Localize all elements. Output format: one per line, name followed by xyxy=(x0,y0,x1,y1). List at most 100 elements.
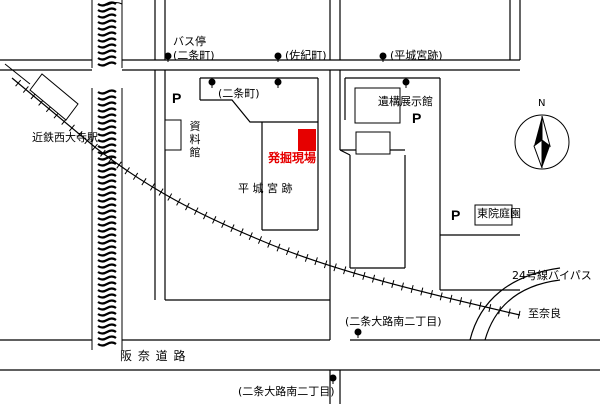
railway-tie xyxy=(167,193,173,201)
railway-tie xyxy=(343,266,347,275)
railway-tie xyxy=(132,172,139,180)
river-wave xyxy=(97,131,117,137)
river-wave xyxy=(97,173,117,179)
river-wave xyxy=(97,167,117,173)
railway-tie xyxy=(459,297,463,306)
river-wave xyxy=(97,25,117,31)
nijo-cho-mid-label: (二条町) xyxy=(218,87,260,100)
river-wave xyxy=(97,281,117,287)
hakkutsu-genba-label: 発掘現場 xyxy=(268,151,317,165)
river-wave xyxy=(97,239,117,245)
river-wave xyxy=(97,245,117,251)
river-wave xyxy=(97,125,117,131)
railway-tie xyxy=(420,287,424,296)
to-nara-label: 至奈良 xyxy=(528,307,561,320)
railway-tie xyxy=(430,289,433,298)
river-wave xyxy=(97,119,117,125)
railway-tie xyxy=(439,292,443,301)
railway-tie xyxy=(257,236,263,244)
railway-tie xyxy=(314,257,318,266)
railway-tie xyxy=(371,274,376,283)
river-wave xyxy=(97,13,117,19)
river-wave xyxy=(97,155,117,161)
railway-tie xyxy=(276,243,281,252)
river-wave xyxy=(97,305,117,311)
railway-tie xyxy=(76,130,83,138)
railway-tie xyxy=(323,260,328,269)
railway-tie xyxy=(185,202,190,211)
railway-tie xyxy=(84,137,91,145)
river-wave xyxy=(97,329,117,335)
railway-tie xyxy=(108,155,114,163)
inner-block xyxy=(355,131,391,155)
river-wave xyxy=(97,299,117,305)
river-wave xyxy=(97,95,117,101)
railway-tie xyxy=(410,285,414,294)
hanna-road-label: 阪 奈 道 路 xyxy=(120,349,187,363)
togu-teien-label: 東院庭園 xyxy=(477,207,521,220)
route24-bypass-label: 24号線バイパス xyxy=(512,269,592,282)
railway-tie xyxy=(212,216,217,224)
river-wave xyxy=(97,257,117,263)
railway-tie xyxy=(352,269,356,278)
north-arrow-icon xyxy=(514,114,570,170)
river-wave xyxy=(97,161,117,167)
river-wave xyxy=(97,269,117,275)
railway-tie xyxy=(267,239,272,248)
river-wave xyxy=(97,227,117,233)
railway-tie xyxy=(449,294,453,303)
railway-tie xyxy=(285,247,290,256)
river-wave xyxy=(97,143,117,149)
railway-tie xyxy=(68,124,75,132)
river-wave xyxy=(97,185,117,191)
river-wave xyxy=(97,61,117,67)
railway-tie xyxy=(158,188,164,196)
river-wave xyxy=(97,149,117,155)
river-wave xyxy=(97,323,117,329)
railway-tie xyxy=(248,232,253,240)
saki-cho-label: (佐紀町) xyxy=(285,49,327,62)
nijo-oji-minami-1-label: (二条大路南二丁目) xyxy=(345,315,442,328)
railway-tie xyxy=(333,263,337,272)
bus-stop-pins xyxy=(164,52,410,384)
railway-tie xyxy=(304,253,309,262)
river-wave xyxy=(97,209,117,215)
nijo-cho-top-label: (二条町) xyxy=(173,49,215,62)
river-wave xyxy=(97,107,117,113)
railway-tie xyxy=(124,167,130,175)
river-wave xyxy=(97,335,117,341)
railway-tie xyxy=(507,308,511,317)
river-wave xyxy=(97,55,117,61)
railway-tie xyxy=(100,149,106,157)
railway-tie xyxy=(468,299,472,308)
railway-tie xyxy=(22,86,29,93)
river-wave xyxy=(97,7,117,13)
bus-stop-label: バス停 xyxy=(173,35,206,48)
north-label: N xyxy=(538,98,546,109)
parking-2-label: P xyxy=(412,110,422,126)
river-wave xyxy=(97,287,117,293)
railway-tie xyxy=(391,279,395,288)
railway-tie xyxy=(295,250,300,259)
railway-tie xyxy=(116,161,122,169)
shiryokan-label: 資料館 xyxy=(189,120,201,159)
excavation-site-marker xyxy=(298,129,316,151)
river-wave xyxy=(97,221,117,227)
river-wave xyxy=(97,179,117,185)
river-texture xyxy=(97,1,117,347)
river-wave xyxy=(97,89,117,95)
railway-tie xyxy=(194,207,199,215)
river xyxy=(91,0,123,350)
railway-tie xyxy=(92,143,98,151)
parking-1-label: P xyxy=(172,90,182,106)
railway-tie xyxy=(400,282,404,291)
railway-tie xyxy=(176,198,181,206)
river-wave xyxy=(97,215,117,221)
railway-tie xyxy=(381,277,385,286)
river-wave xyxy=(97,203,117,209)
river-wave xyxy=(97,293,117,299)
railway-ties xyxy=(15,79,521,319)
river-wave xyxy=(97,101,117,107)
